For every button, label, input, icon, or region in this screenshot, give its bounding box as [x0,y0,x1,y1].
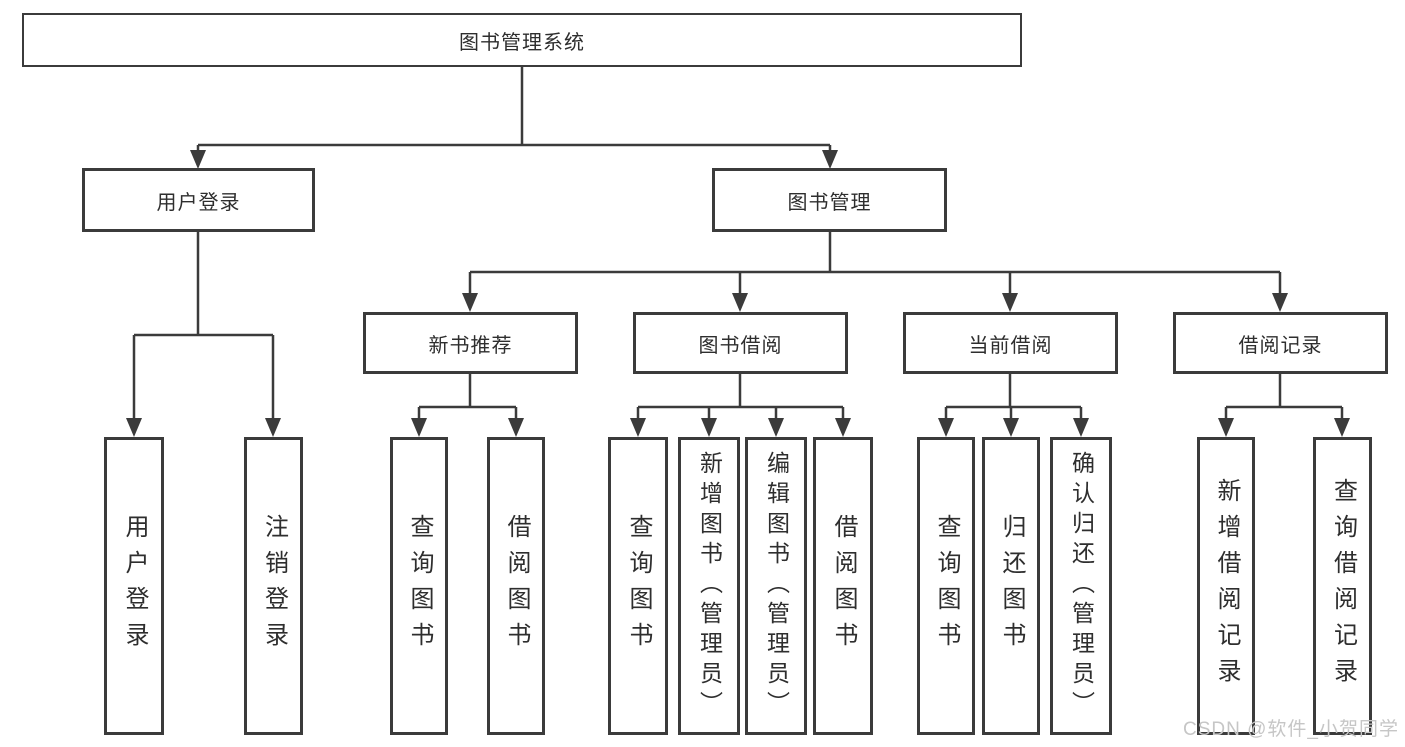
leaf-add-borrow-record-label: 新增借阅记录 [1213,478,1240,694]
node-new-book-recommend: 新书推荐 [363,312,578,374]
leaf-confirm-return-admin: 确认归还（管理员） [1050,437,1112,735]
edge-user-login-to-leaves [126,232,281,437]
node-root-label: 图书管理系统 [459,31,585,54]
edge-new-books-to-leaves [411,374,524,437]
leaf-edit-books-admin: 编辑图书（管理员） [745,437,807,735]
node-book-management-label: 图书管理 [787,191,872,214]
leaf-borrowing-query-books-label: 查询图书 [625,514,652,658]
leaf-user-login: 用户登录 [104,437,164,735]
leaf-current-query-books: 查询图书 [917,437,975,735]
edge-root-to-level2 [190,67,838,169]
leaf-logout: 注销登录 [244,437,303,735]
leaf-newbooks-borrow-books-label: 借阅图书 [503,514,530,658]
leaf-add-borrow-record: 新增借阅记录 [1197,437,1255,735]
leaf-borrowing-borrow-books: 借阅图书 [813,437,873,735]
node-book-borrowing-label: 图书借阅 [698,334,783,357]
edge-borrow-records-to-leaves [1218,374,1350,437]
leaf-newbooks-query-books: 查询图书 [390,437,448,735]
leaf-borrowing-borrow-books-label: 借阅图书 [830,514,857,658]
leaf-user-login-label: 用户登录 [121,514,148,658]
node-book-borrowing: 图书借阅 [633,312,848,374]
leaf-query-borrow-record-label: 查询借阅记录 [1329,478,1357,694]
leaf-borrowing-query-books: 查询图书 [608,437,668,735]
node-borrowing-records-label: 借阅记录 [1238,334,1323,357]
node-borrowing-records: 借阅记录 [1173,312,1388,374]
node-new-book-recommend-label: 新书推荐 [428,334,513,357]
edge-book-mgmt-to-level3 [462,232,1288,312]
leaf-newbooks-borrow-books: 借阅图书 [487,437,545,735]
edge-current-borrow-to-leaves [938,374,1089,437]
node-user-login-label: 用户登录 [156,191,241,214]
edge-book-borrow-to-leaves [630,374,851,437]
leaf-add-books-admin-label: 新增图书（管理员） [696,451,723,721]
leaf-return-books: 归还图书 [982,437,1040,735]
leaf-edit-books-admin-label: 编辑图书（管理员） [763,451,790,721]
node-current-borrowing: 当前借阅 [903,312,1118,374]
leaf-logout-label: 注销登录 [260,514,288,658]
leaf-add-books-admin: 新增图书（管理员） [678,437,740,735]
leaf-newbooks-query-books-label: 查询图书 [406,514,433,658]
leaf-current-query-books-label: 查询图书 [933,514,960,658]
node-current-borrowing-label: 当前借阅 [968,334,1053,357]
node-root: 图书管理系统 [22,13,1022,67]
node-book-management: 图书管理 [712,168,947,232]
leaf-query-borrow-record: 查询借阅记录 [1313,437,1372,735]
csdn-watermark: CSDN @软件_小贺同学 [1183,719,1399,740]
leaf-return-books-label: 归还图书 [998,514,1025,658]
node-user-login: 用户登录 [82,168,315,232]
leaf-confirm-return-admin-label: 确认归还（管理员） [1068,451,1095,721]
